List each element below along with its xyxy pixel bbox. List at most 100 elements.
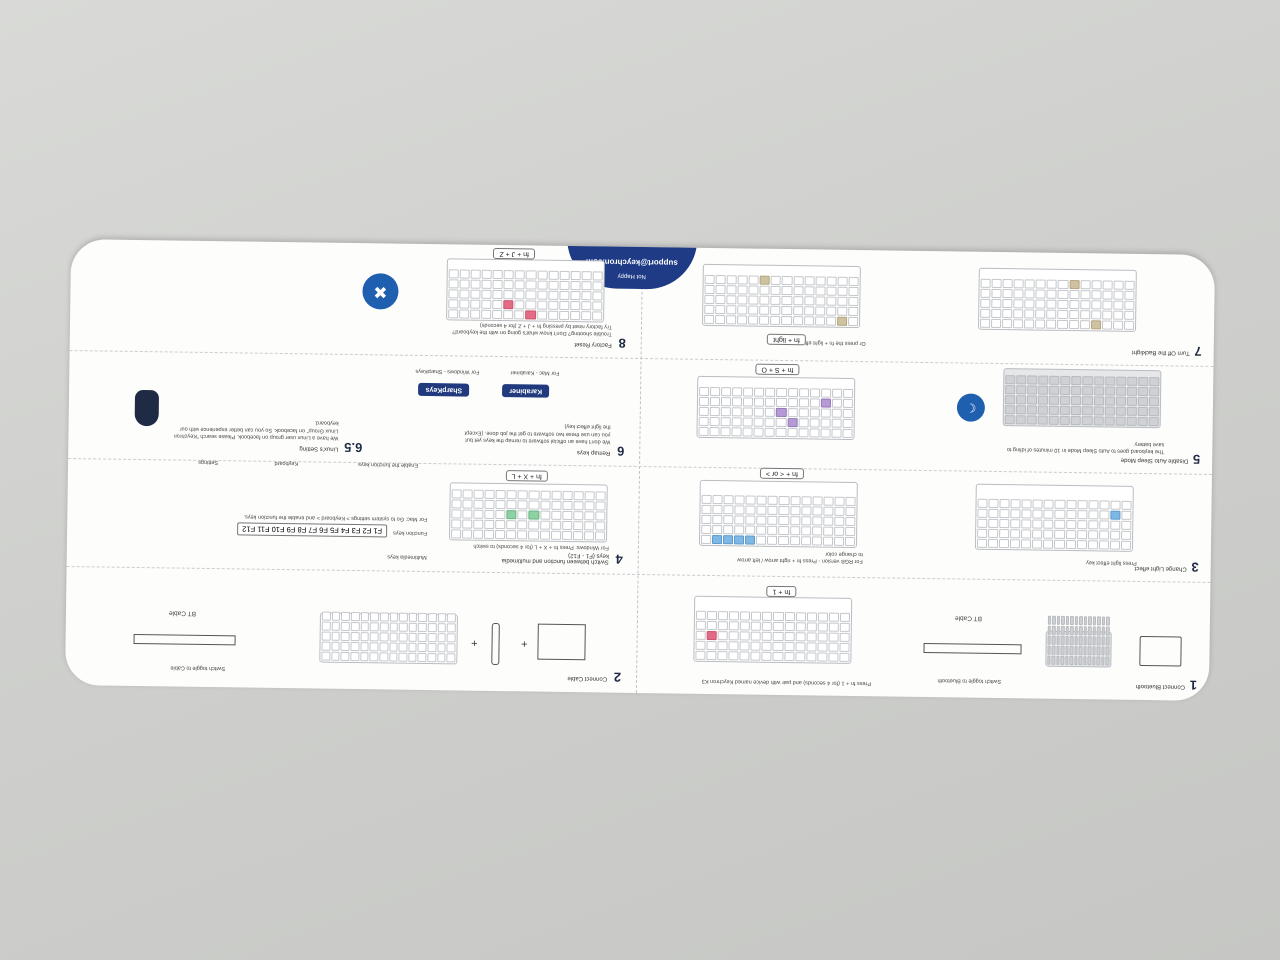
key <box>751 611 762 621</box>
key <box>1083 626 1088 636</box>
key <box>537 270 548 280</box>
key <box>748 275 760 285</box>
key <box>1148 417 1159 427</box>
key <box>537 280 548 290</box>
key <box>408 642 418 652</box>
key <box>437 613 447 623</box>
key <box>751 621 762 631</box>
key <box>991 318 1002 329</box>
key <box>331 611 341 621</box>
key <box>561 530 572 541</box>
key <box>446 653 456 663</box>
key <box>528 510 539 520</box>
key <box>547 290 559 300</box>
key <box>1060 385 1071 396</box>
key <box>1010 539 1021 549</box>
key <box>761 641 773 651</box>
key <box>1054 519 1065 529</box>
key <box>781 315 792 326</box>
key <box>470 279 481 289</box>
key <box>1024 309 1035 319</box>
key <box>825 306 837 316</box>
toggle-label: Switch toggle to Cable <box>170 664 226 672</box>
key <box>514 290 525 300</box>
key <box>1113 300 1124 310</box>
key <box>321 611 331 621</box>
key <box>1126 396 1137 406</box>
key <box>492 269 504 280</box>
toggle-label: Switch toggle to Bluetooth <box>937 677 1002 685</box>
key-row <box>698 426 853 438</box>
key <box>1016 375 1027 385</box>
key <box>350 621 360 632</box>
key <box>1065 615 1070 626</box>
key <box>988 528 999 539</box>
key <box>842 428 853 438</box>
key <box>839 652 850 662</box>
key <box>1077 500 1088 510</box>
key <box>701 494 712 505</box>
key <box>340 651 350 661</box>
key-row <box>700 534 856 547</box>
key <box>826 296 837 306</box>
key <box>1093 376 1104 386</box>
key <box>1106 626 1110 636</box>
key <box>1097 626 1101 636</box>
key <box>1137 416 1148 427</box>
key <box>815 296 826 306</box>
key <box>1002 319 1013 329</box>
key <box>547 310 558 320</box>
key <box>1097 636 1101 646</box>
key <box>1149 387 1160 397</box>
key <box>503 310 514 320</box>
key <box>1065 655 1069 666</box>
key <box>729 611 740 621</box>
key <box>1076 520 1088 530</box>
key <box>1068 299 1080 310</box>
key <box>448 289 459 299</box>
key <box>803 296 815 306</box>
key <box>1037 415 1049 425</box>
key <box>976 538 988 548</box>
key <box>572 531 583 541</box>
key <box>695 630 706 640</box>
key <box>559 290 570 300</box>
key <box>750 651 761 661</box>
key <box>792 286 804 296</box>
keyboard-illustration <box>1045 615 1112 668</box>
key <box>740 611 751 621</box>
key <box>558 300 570 310</box>
keyboard-illustration <box>698 479 858 549</box>
key <box>817 652 828 662</box>
key <box>1038 375 1049 385</box>
key <box>756 525 767 535</box>
key <box>999 539 1010 549</box>
section-title: Factory Reset <box>574 341 612 348</box>
key <box>1079 300 1091 310</box>
key <box>1060 645 1065 655</box>
tools-icon: ✖ <box>362 273 399 310</box>
key <box>820 418 831 428</box>
key <box>759 295 770 305</box>
key <box>837 276 848 286</box>
key <box>831 428 842 438</box>
key <box>1002 309 1013 319</box>
key <box>765 407 776 417</box>
key <box>828 612 839 622</box>
key <box>745 495 756 505</box>
key <box>1137 406 1148 417</box>
key <box>767 495 779 505</box>
key <box>1002 289 1013 299</box>
key <box>447 623 456 633</box>
section-5: 5 Disable Auto Sleep Mode The keyboard g… <box>644 353 1205 469</box>
key <box>1087 520 1099 530</box>
section-number: 4 <box>615 551 623 567</box>
key <box>398 642 408 652</box>
key <box>1010 509 1021 519</box>
key <box>470 309 481 319</box>
key <box>1109 540 1120 550</box>
key <box>595 491 606 501</box>
key <box>1071 376 1082 386</box>
key <box>789 506 801 516</box>
key <box>826 276 837 286</box>
